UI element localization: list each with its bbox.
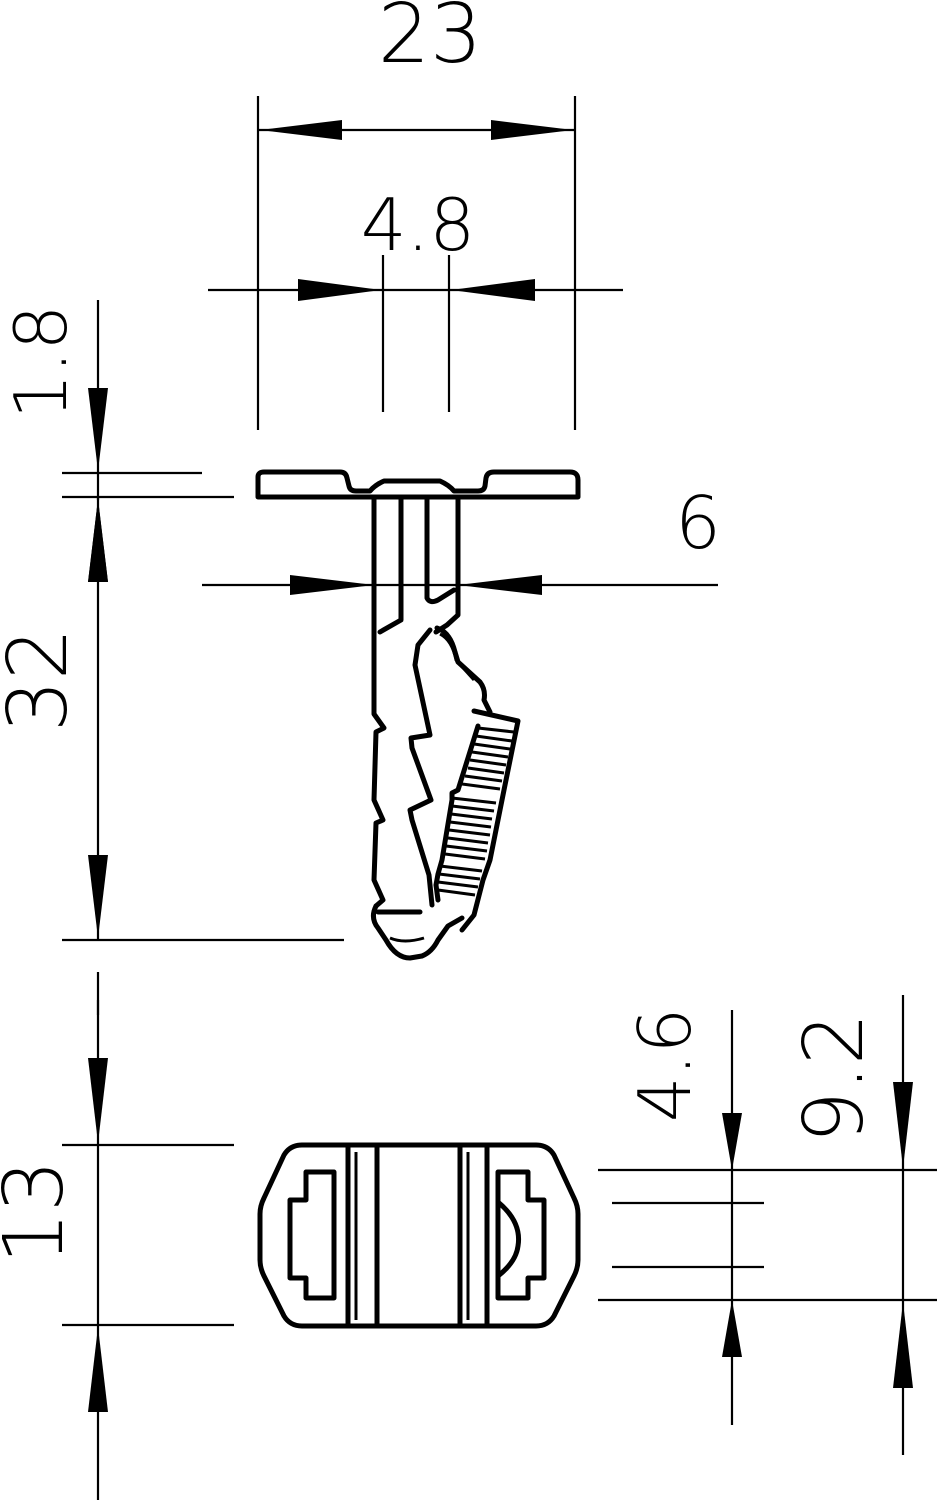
- dim-label-13: 13: [0, 1160, 82, 1264]
- dim-label-6: 6: [675, 481, 721, 565]
- dimension-32: 32: [0, 497, 344, 1015]
- dimension-23: 23: [256, 0, 577, 430]
- clip-side-view: [255, 469, 581, 961]
- dim-label-4-8: 4.8: [361, 183, 476, 267]
- thread-lines: [437, 726, 515, 897]
- dimension-9-2: 9.2: [598, 995, 937, 1455]
- dimension-4-6: 4.6: [612, 1008, 764, 1425]
- dimension-4-8: 4.8: [208, 183, 623, 412]
- clip-top-view: [257, 1142, 581, 1329]
- dimension-6: 6: [202, 481, 721, 595]
- dimension-13: 13: [0, 972, 234, 1500]
- dimension-1-8: 1.8: [0, 300, 234, 582]
- dim-label-23: 23: [378, 0, 482, 82]
- dim-label-4-6: 4.6: [623, 1008, 707, 1123]
- dim-label-1-8: 1.8: [0, 305, 83, 420]
- dim-label-32: 32: [0, 628, 86, 732]
- dim-label-9-2: 9.2: [787, 1013, 882, 1143]
